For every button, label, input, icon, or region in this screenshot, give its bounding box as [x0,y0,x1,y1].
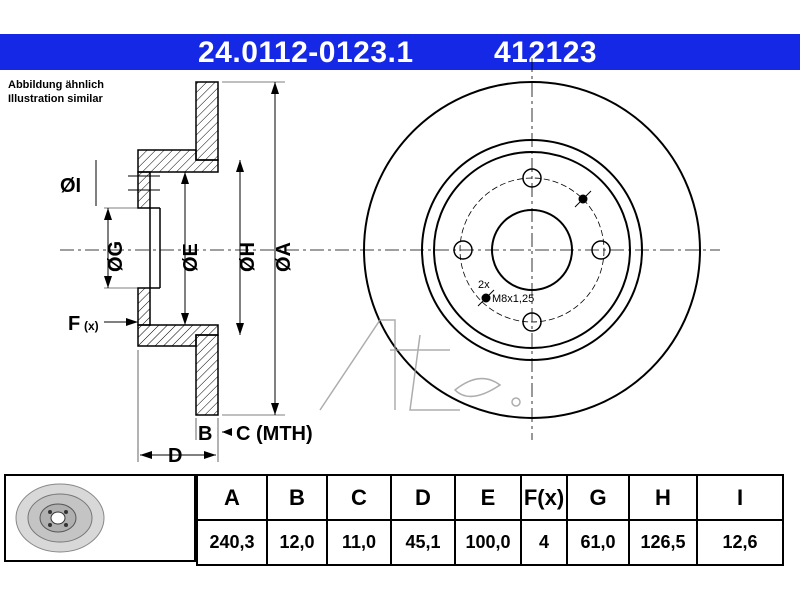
value-a: 240,3 [196,519,268,566]
bolt-hole-left [453,240,473,260]
hat-bottom [137,324,219,347]
disc-ring-bottom [195,334,219,416]
value-i: 12,6 [696,519,784,566]
label-f: F [68,313,80,335]
part-number: 24.0112-0123.1 [198,36,414,69]
label-f-sub: (x) [84,319,99,333]
spec-header-row: A B C D E F(x) G H I [196,474,784,521]
thread-count-label: 2x [478,279,490,291]
dimension-arrows [104,82,279,459]
value-g: 61,0 [566,519,630,566]
mounting-face-bottom [137,287,151,326]
thread-spec-label: M8x1,25 [492,293,534,305]
ate-logo-icon [319,319,521,411]
note-de: Abbildung ähnlich [8,79,104,91]
label-b: B [198,423,212,445]
header-f: F(x) [520,474,568,521]
label-dia-e: ØE [180,243,202,272]
value-f: 4 [520,519,568,566]
header-e: E [454,474,522,521]
label-dia-i: ØI [60,175,81,197]
bolt-circle [459,177,605,323]
dimension-labels: ØI ØG ØE ØH ØA F (x) B C (MTH) D [60,175,313,467]
thumbnail-cell [4,474,196,562]
value-b: 12,0 [266,519,328,566]
disc-outer-circle [363,81,701,419]
bolt-hole-right [591,240,611,260]
label-d: D [168,445,182,467]
label-dia-a: ØA [273,242,295,272]
label-c-mth: C (MTH) [236,423,313,445]
header-c: C [326,474,392,521]
section-view [128,81,219,416]
header-d: D [390,474,456,521]
header-i: I [696,474,784,521]
header-g: G [566,474,630,521]
spec-value-row: 240,3 12,0 11,0 45,1 100,0 4 61,0 126,5 … [196,519,784,566]
disc-ring-top [195,81,219,161]
friction-ring-inner-circle [421,139,643,361]
center-bore [491,209,573,291]
label-dia-g: ØG [105,241,127,272]
front-view [363,58,701,440]
header-b: B [266,474,328,521]
header-bar: 24.0112-0123.1 412123 [0,34,800,70]
value-c: 11,0 [326,519,392,566]
brake-disc-icon [15,483,105,553]
header-a: A [196,474,268,521]
value-e: 100,0 [454,519,522,566]
bolt-hole-bottom [522,312,542,332]
value-h: 126,5 [628,519,698,566]
bolt-hole-top [522,168,542,188]
value-d: 45,1 [390,519,456,566]
hat-circle [433,151,631,349]
technical-drawing: ØI ØG ØE ØH ØA F (x) B C (MTH) D 2x M8x1… [60,58,720,467]
illustration-note: Abbildung ähnlich Illustration similar [8,78,104,106]
spec-table: A B C D E F(x) G H I 240,3 12,0 11,0 45,… [196,474,784,566]
article-code: 412123 [494,36,598,69]
header-h: H [628,474,698,521]
dimension-lines [95,81,285,462]
note-en: Illustration similar [8,93,103,105]
label-dia-h: ØH [237,242,259,272]
